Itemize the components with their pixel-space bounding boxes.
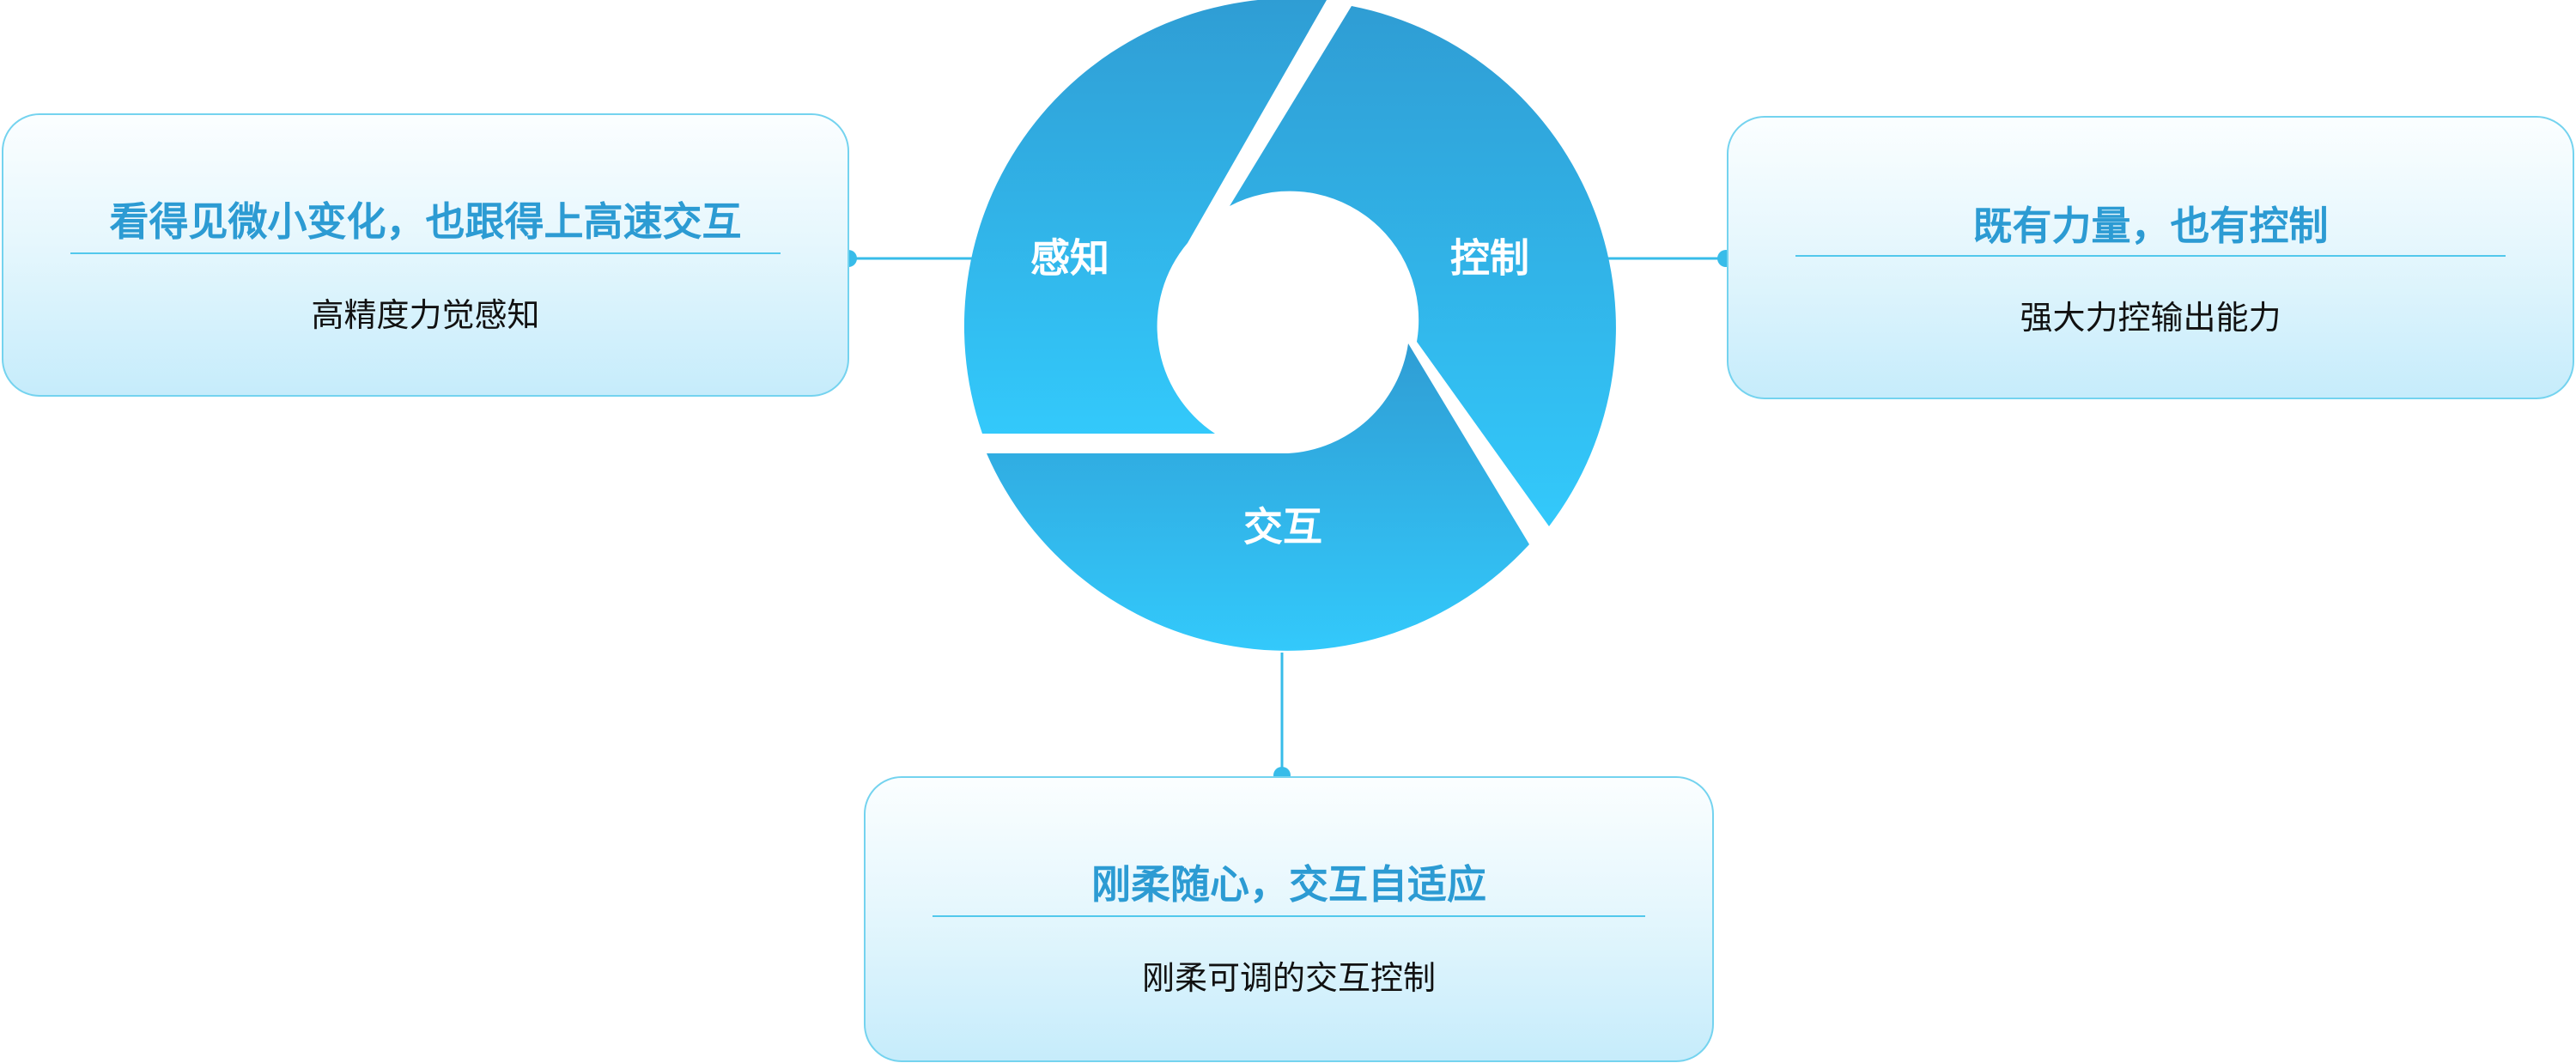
ring-segment-perception <box>963 0 1327 434</box>
card-title: 看得见微小变化，也跟得上高速交互 <box>109 198 742 245</box>
card-divider <box>70 252 781 254</box>
ring <box>963 0 1616 651</box>
card-divider <box>1795 255 2506 257</box>
card-divider <box>933 915 1645 917</box>
card-description: 强大力控输出能力 <box>2020 299 2281 337</box>
card-perception: 看得见微小变化，也跟得上高速交互 高精度力觉感知 <box>2 113 849 397</box>
ring-label-interaction: 交互 <box>1243 504 1322 550</box>
card-interaction: 刚柔随心，交互自适应 刚柔可调的交互控制 <box>864 776 1714 1062</box>
card-control: 既有力量，也有控制 强大力控输出能力 <box>1727 116 2574 399</box>
ring-segment-control <box>1230 6 1616 526</box>
ring-label-control: 控制 <box>1450 235 1529 282</box>
card-title: 既有力量，也有控制 <box>1972 203 2329 249</box>
card-description: 高精度力觉感知 <box>311 296 540 334</box>
ring-segment-interaction <box>987 343 1529 651</box>
card-title: 刚柔随心，交互自适应 <box>1091 861 1486 908</box>
ring-label-perception: 感知 <box>1030 235 1109 282</box>
card-description: 刚柔可调的交互控制 <box>1141 959 1436 997</box>
